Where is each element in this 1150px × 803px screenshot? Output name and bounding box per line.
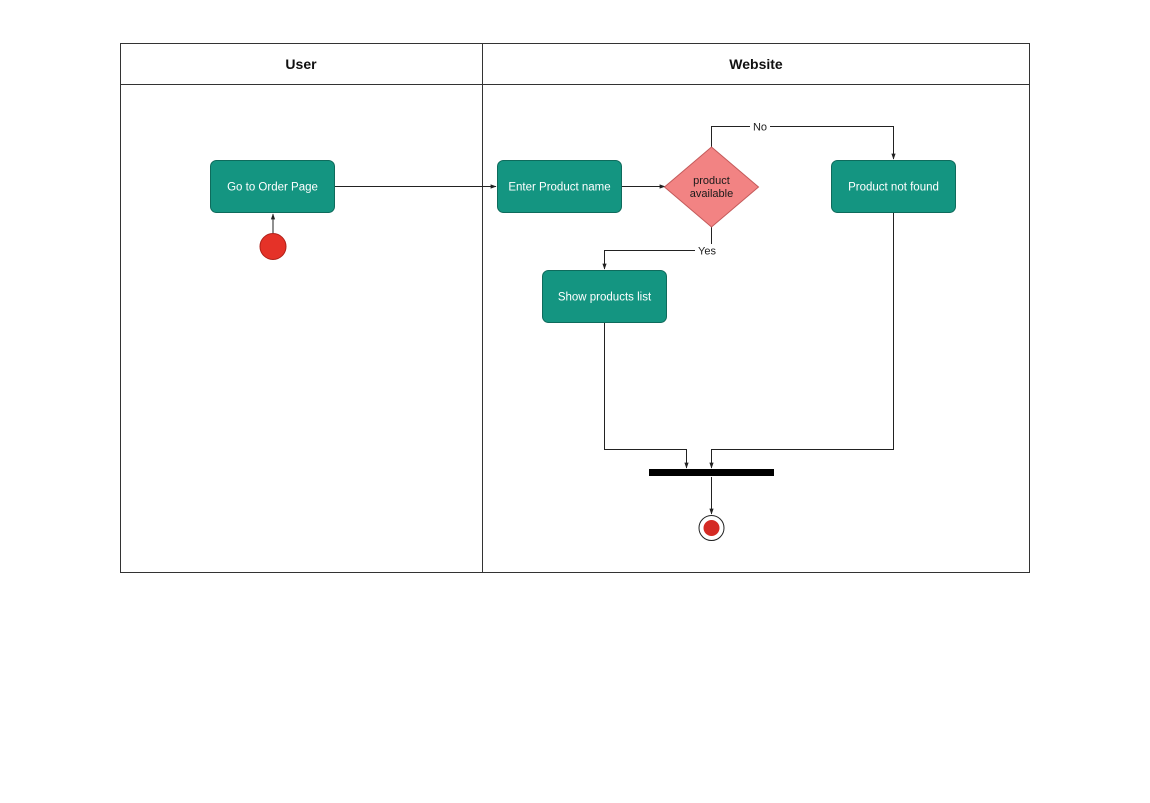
action-product-not-found: Product not found bbox=[831, 160, 956, 213]
swimlane-border bbox=[120, 43, 1030, 573]
edge-show-list-to-sync-bar bbox=[604, 323, 689, 469]
edge-decision-yes-to-show-list bbox=[602, 227, 712, 270]
edges: No Yes bbox=[270, 120, 896, 515]
edge-label-no: No bbox=[753, 122, 767, 134]
action-go-to-order-page: Go to Order Page bbox=[210, 160, 335, 213]
lane-title-user: User bbox=[285, 56, 317, 72]
decision-label-line1: product bbox=[693, 175, 730, 187]
action-label: Enter Product name bbox=[508, 182, 610, 194]
action-show-products-list: Show products list bbox=[542, 270, 667, 323]
edge-label-no-bg bbox=[750, 120, 770, 133]
swimlane-frame: User Website bbox=[120, 43, 1030, 573]
action-enter-product-name: Enter Product name bbox=[497, 160, 622, 213]
action-label: Go to Order Page bbox=[227, 182, 318, 194]
start-node bbox=[259, 233, 287, 260]
decision-product-available: product available bbox=[663, 146, 760, 228]
edge-label-yes-bg bbox=[695, 244, 719, 257]
end-node bbox=[698, 515, 725, 541]
action-label: Show products list bbox=[558, 292, 652, 304]
edge-not-found-to-sync-bar bbox=[709, 213, 894, 469]
sync-bar bbox=[649, 469, 774, 476]
action-label: Product not found bbox=[848, 182, 939, 194]
edge-decision-no-to-not-found bbox=[711, 126, 896, 160]
lane-title-website: Website bbox=[729, 56, 783, 72]
edge-label-yes: Yes bbox=[698, 246, 716, 258]
decision-label-line2: available bbox=[690, 188, 733, 200]
